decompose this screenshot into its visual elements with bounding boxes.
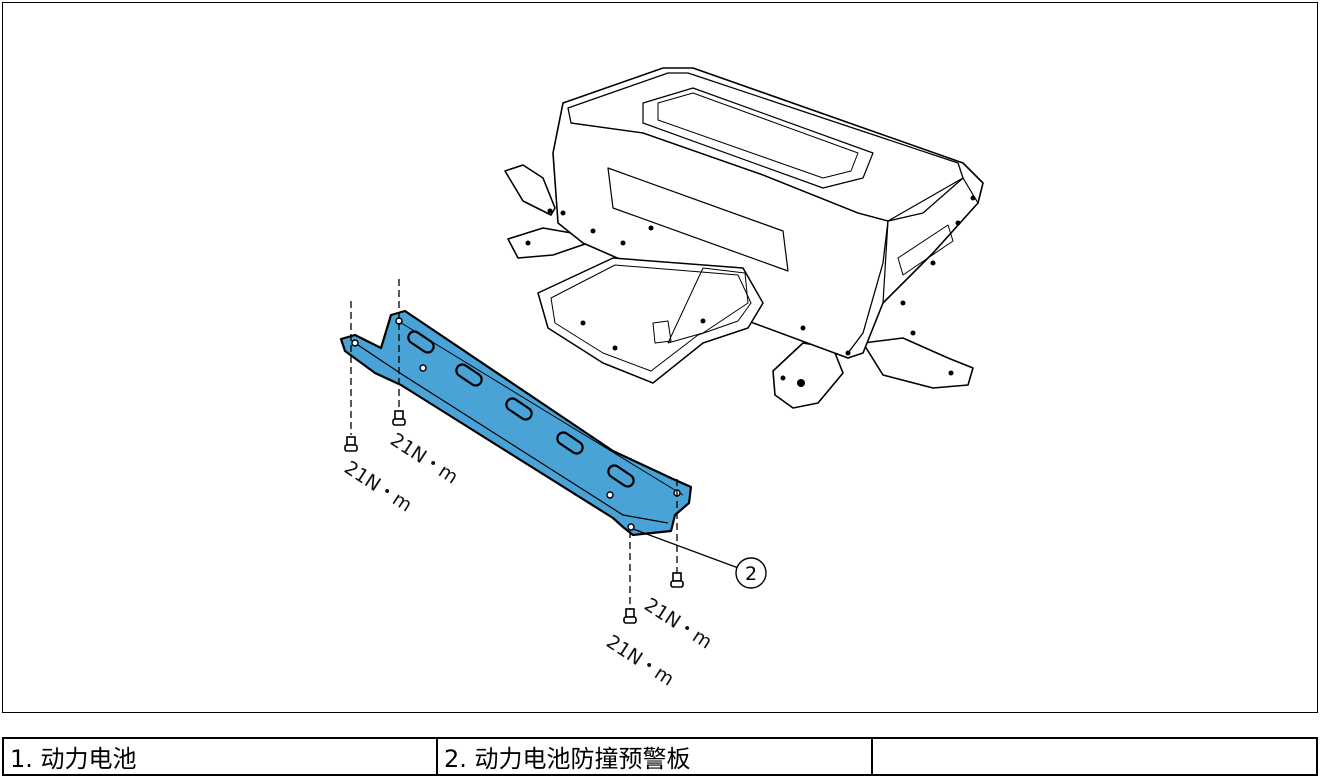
bolt-icon bbox=[623, 608, 637, 624]
plate-slots bbox=[407, 330, 635, 488]
plate-body bbox=[339, 309, 693, 537]
bolt-icon bbox=[670, 572, 684, 588]
figure-frame: 21N・m 21N・m 21N・m 21N・m 2 bbox=[2, 2, 1318, 713]
callout-2: 2 bbox=[632, 528, 767, 589]
legend-cell-1: 1. 动力电池 bbox=[2, 737, 438, 776]
legend-table: 1. 动力电池 2. 动力电池防撞预警板 bbox=[2, 737, 1318, 776]
torque-label-1: 21N・m bbox=[386, 429, 462, 489]
bolts bbox=[344, 410, 684, 624]
torque-label-2: 21N・m bbox=[340, 457, 416, 517]
bolt-icon bbox=[392, 410, 406, 426]
torque-labels: 21N・m 21N・m 21N・m 21N・m bbox=[340, 429, 716, 691]
legend-row: 1. 动力电池 2. 动力电池防撞预警板 bbox=[2, 737, 1318, 776]
bolt-icon bbox=[344, 436, 358, 452]
power-battery-drawing bbox=[504, 67, 984, 409]
exploded-view-diagram: 21N・m 21N・m 21N・m 21N・m 2 bbox=[339, 67, 984, 691]
torque-label-4: 21N・m bbox=[602, 631, 678, 691]
callout-number: 2 bbox=[745, 563, 757, 585]
torque-label-3: 21N・m bbox=[640, 594, 716, 654]
anti-collision-plate bbox=[339, 309, 693, 537]
fastener-axes bbox=[350, 279, 678, 609]
legend-cell-2: 2. 动力电池防撞预警板 bbox=[436, 737, 873, 776]
legend-cell-3 bbox=[871, 737, 1318, 776]
